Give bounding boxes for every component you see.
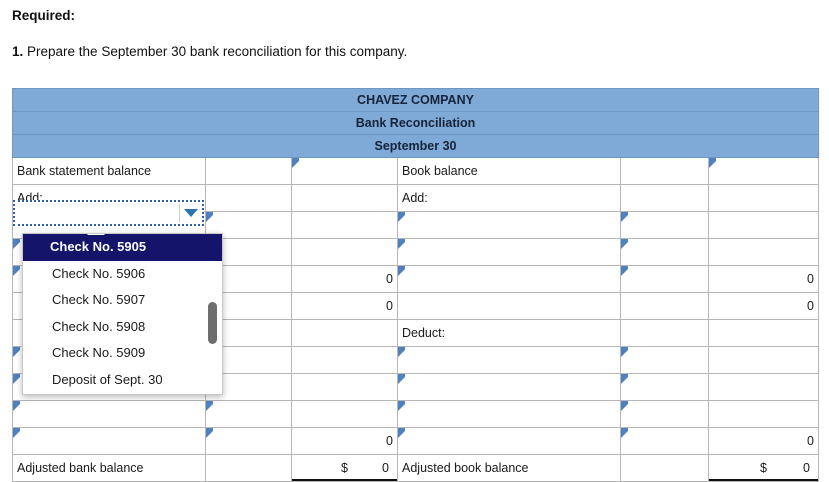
table-title-row-1: CHAVEZ COMPANY [12,88,819,112]
dropdown-option[interactable]: Check No. 5906 [52,265,146,281]
right-row-middle[interactable] [620,400,709,428]
dropdown-option[interactable]: Deposit of Sept. 30 [52,371,163,387]
right-row-label[interactable] [397,346,621,374]
dropdown-caret-icon [87,234,105,235]
right-row-middle[interactable] [620,265,709,293]
right-row-middle[interactable] [620,211,709,239]
right-row-middle[interactable] [620,373,709,401]
left-row-middle[interactable] [205,400,292,428]
right-row-middle [620,184,709,212]
dropdown-scrollbar-thumb[interactable] [208,302,217,344]
right-row-amount [708,211,819,239]
right-row-middle [620,319,709,347]
chevron-down-icon[interactable] [184,209,198,217]
right-row-middle[interactable] [620,427,709,455]
right-row-label: Add: [397,184,621,212]
required-heading: Required: [12,8,76,23]
right-row-amount [708,184,819,212]
problem-prompt: Required: 1. Prepare the September 30 ba… [0,0,829,59]
table-row: Bank statement balance Book balance [12,157,819,185]
right-row-middle[interactable] [620,346,709,374]
right-row-label: Deduct: [397,319,621,347]
left-row-amount [291,184,398,212]
table-row [12,400,819,428]
dropdown-option[interactable]: Check No. 5909 [52,345,146,360]
right-row-label[interactable] [397,427,621,455]
right-row-middle [620,454,709,482]
right-row-label[interactable] [397,238,621,266]
right-row-amount [708,400,819,428]
right-row-label[interactable] [397,373,621,401]
left-row-amount: $0 [291,454,398,482]
left-row-amount [291,373,398,401]
right-row-amount: 0 [708,427,819,455]
left-row-middle [205,157,292,185]
dropdown-option[interactable]: Check No. 5907 [52,292,146,307]
add-item-select[interactable] [13,200,204,226]
table-title-row-2: Bank Reconciliation [12,111,819,135]
right-row-label[interactable] [397,211,621,239]
left-row-amount [291,400,398,428]
right-row-amount[interactable] [708,157,819,185]
right-row-middle [620,157,709,185]
left-row-amount: 0 [291,427,398,455]
left-row-label[interactable] [12,400,206,428]
right-row-middle [620,292,709,320]
right-row-label[interactable] [397,400,621,428]
right-row-amount [708,346,819,374]
table-title-row-3: September 30 [12,134,819,158]
right-row-amount: 0 [708,292,819,320]
dropdown-option[interactable]: Check No. 5908 [52,318,146,334]
left-row-middle[interactable] [205,427,292,455]
right-row-label: Adjusted book balance [397,454,621,482]
right-row-amount: 0 [708,265,819,293]
select-separator [179,204,180,222]
right-row-label[interactable] [397,265,621,293]
left-row-amount [291,238,398,266]
left-row-amount[interactable] [291,157,398,185]
right-row-middle[interactable] [620,238,709,266]
right-row-amount: $0 [708,454,819,482]
left-dollar-sign: $ [341,461,348,475]
right-row-amount [708,238,819,266]
left-row-amount: 0 [291,265,398,293]
left-row-label[interactable] [12,427,206,455]
right-row-amount [708,373,819,401]
requirement-1-number: 1. [12,44,24,59]
left-row-label: Bank statement balance [12,157,206,185]
requirement-1: 1. Prepare the September 30 bank reconci… [12,44,829,59]
left-row-label: Adjusted bank balance [12,454,206,482]
requirement-1-text: Prepare the September 30 bank reconcilia… [23,44,408,59]
left-row-middle [205,454,292,482]
right-row-label [397,292,621,320]
left-row-amount [291,211,398,239]
left-row-amount: 0 [291,292,398,320]
left-row-amount [291,319,398,347]
right-row-label: Book balance [397,157,621,185]
left-row-amount [291,346,398,374]
left-row-middle [205,184,292,212]
right-dollar-sign: $ [760,461,767,475]
right-row-amount [708,319,819,347]
dropdown-option[interactable]: Check No. 5905 [23,234,222,261]
